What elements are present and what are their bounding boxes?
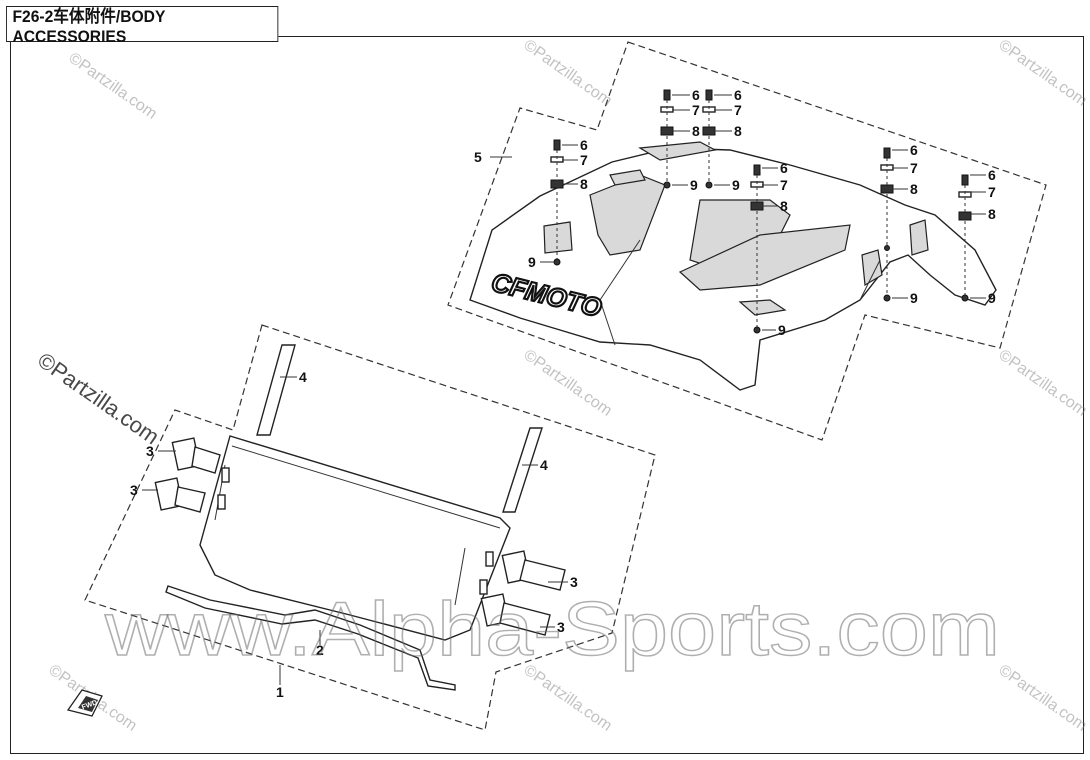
skid-plate-part (199, 435, 511, 641)
leader-lines-upper (490, 94, 986, 331)
callout-6: 6 (692, 87, 700, 103)
callout-9: 9 (988, 290, 996, 306)
callout-7: 7 (692, 102, 700, 118)
callout-9: 9 (690, 177, 698, 193)
callout-6: 6 (910, 142, 918, 158)
watermark-alpha-sports: www.Alpha-Sports.com (104, 587, 1000, 672)
fastener-stacks (550, 89, 972, 334)
callout-8: 8 (692, 123, 700, 139)
leader-lines-lower (142, 376, 568, 685)
front-body-panel: CFMOTO (469, 141, 997, 391)
callout-3: 3 (557, 619, 565, 635)
callout-8: 8 (910, 181, 918, 197)
callout-4: 4 (540, 457, 548, 473)
diagram-frame (10, 36, 1084, 754)
callout-7: 7 (580, 152, 588, 168)
front-rack-group-boundary (447, 41, 1047, 441)
diagram-title: F26-2车体附件/BODY ACCESSORIES (6, 6, 279, 46)
callout-7: 7 (734, 102, 742, 118)
callout-9: 9 (528, 254, 536, 270)
callout-8: 8 (780, 198, 788, 214)
bracket-rod-part (165, 585, 456, 691)
callout-2: 2 (316, 642, 324, 658)
callout-7: 7 (910, 160, 918, 176)
callout-5: 5 (474, 149, 482, 165)
rubber-strip-part (502, 427, 543, 513)
fwd-arrow-icon: FWD (66, 689, 103, 717)
callout-8: 8 (734, 123, 742, 139)
callout-9: 9 (910, 290, 918, 306)
strap-clip-parts (154, 437, 566, 636)
rubber-strip-part (256, 344, 296, 436)
callout-6: 6 (734, 87, 742, 103)
callout-9: 9 (732, 177, 740, 193)
callout-9: 9 (778, 322, 786, 338)
callout-3: 3 (570, 574, 578, 590)
callout-1: 1 (276, 684, 284, 700)
guard-group-boundary (84, 324, 656, 731)
callout-labels: 5 6 7 8 6 7 8 6 7 8 6 7 8 6 7 8 6 7 8 9 … (130, 87, 996, 700)
callout-7: 7 (988, 184, 996, 200)
callout-6: 6 (580, 137, 588, 153)
callout-8: 8 (580, 176, 588, 192)
callout-3: 3 (146, 443, 154, 459)
callout-7: 7 (780, 177, 788, 193)
callout-6: 6 (988, 167, 996, 183)
callout-3: 3 (130, 482, 138, 498)
callout-8: 8 (988, 206, 996, 222)
callout-4: 4 (299, 369, 307, 385)
callout-6: 6 (780, 160, 788, 176)
